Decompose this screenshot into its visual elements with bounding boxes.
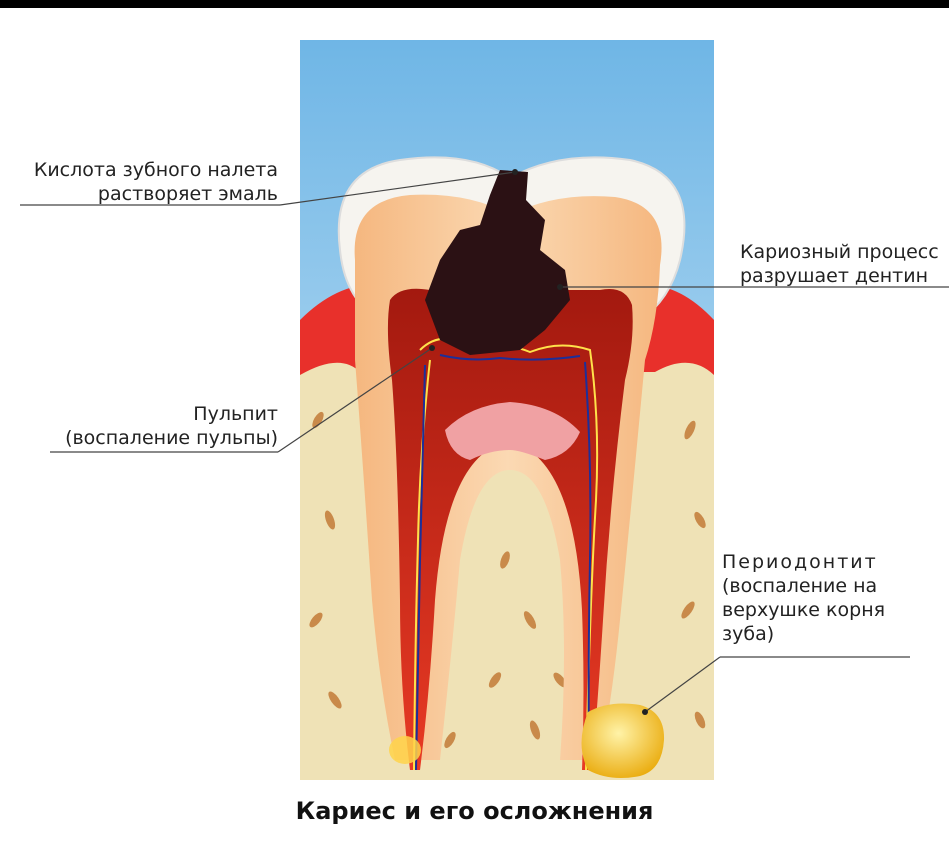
abscess	[582, 704, 665, 778]
pointer-dot-periodontitis	[642, 709, 648, 715]
label-acid: Кислота зубного налета растворяет эмаль	[18, 158, 278, 206]
label-acid-line2: растворяет эмаль	[18, 182, 278, 206]
label-periodontitis-line1: Периодонтит	[722, 550, 885, 574]
figure-title: Кариес и его осложнения	[0, 797, 949, 825]
label-periodontitis-line3: верхушке корня	[722, 598, 885, 622]
label-caries-line1: Кариозный процесс	[740, 240, 939, 264]
label-caries: Кариозный процесс разрушает дентин	[740, 240, 939, 288]
label-pulpitis-line1: Пульпит	[48, 402, 278, 426]
label-caries-line2: разрушает дентин	[740, 264, 939, 288]
pointer-dot-caries	[557, 284, 563, 290]
label-acid-line1: Кислота зубного налета	[18, 158, 278, 182]
label-periodontitis-line4: зуба)	[722, 622, 885, 646]
label-periodontitis: Периодонтит (воспаление на верхушке корн…	[722, 550, 885, 646]
pointer-dot-acid	[512, 169, 518, 175]
label-pulpitis-line2: (воспаление пульпы)	[48, 426, 278, 450]
label-periodontitis-line2: (воспаление на	[722, 574, 885, 598]
pointer-dot-pulpitis	[429, 345, 435, 351]
label-pulpitis: Пульпит (воспаление пульпы)	[48, 402, 278, 450]
